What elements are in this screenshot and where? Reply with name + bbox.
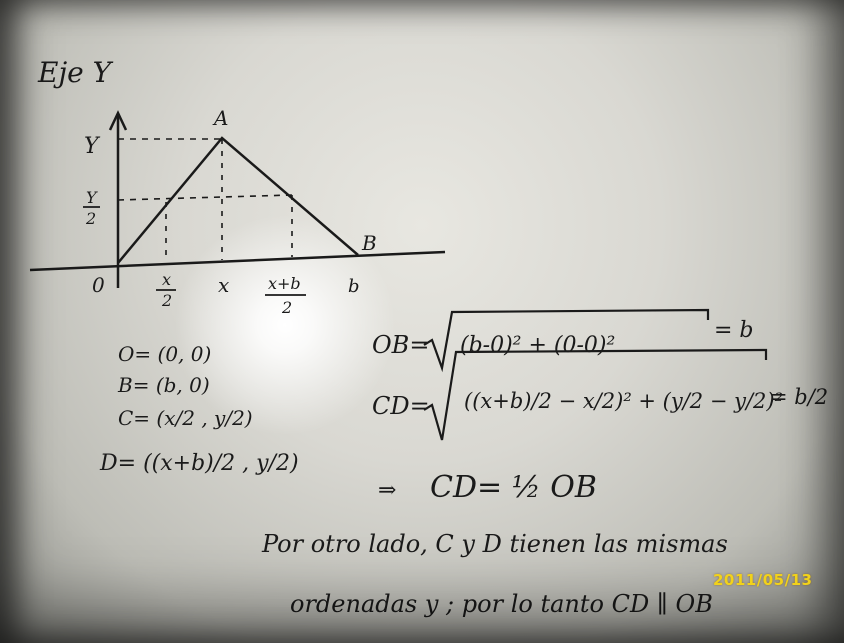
y-half-den: 2 <box>85 209 96 228</box>
text-line-2: ordenadas y ; por lo tanto CD ∥ OB <box>290 590 713 618</box>
def-b: B= (b, 0) <box>117 373 210 397</box>
xb-half-num: x+b <box>268 274 301 293</box>
cd-sqrt-sign <box>423 348 768 441</box>
x-half-den: 2 <box>161 291 172 310</box>
x-half-num: x <box>162 270 171 289</box>
y-half-num: Y <box>86 188 98 207</box>
ob-lhs: OB= <box>372 331 429 359</box>
y-label: Y <box>84 134 101 159</box>
cd-lhs: CD= <box>372 392 430 420</box>
guide-y-half <box>117 194 293 201</box>
point-a-label: A <box>212 106 228 130</box>
implies-arrow: ⇒ <box>378 478 396 503</box>
cd-expr: ((x+b)/2 − x/2)² + (y/2 − y/2)² <box>464 389 783 413</box>
x-label: x <box>218 273 229 297</box>
def-d: D= ((x+b)/2 , y/2) <box>99 451 299 476</box>
origin-label: 0 <box>92 273 105 297</box>
x-axis <box>29 250 446 272</box>
text-line-1: Por otro lado, C y D tienen las mismas <box>261 530 728 558</box>
ob-expr: (b-0)² + (0-0)² <box>460 333 615 358</box>
def-o: O= (0, 0) <box>118 342 211 366</box>
axis-title: Eje Y <box>37 56 114 89</box>
conclusion: CD= ½ OB <box>430 470 597 505</box>
def-c: C= (x/2 , y/2) <box>118 406 253 430</box>
cd-result: = b/2 <box>770 385 828 409</box>
ob-result: = b <box>714 318 754 343</box>
ob-sqrt-sign <box>423 308 710 373</box>
date-stamp: 2011/05/13 <box>713 571 813 589</box>
triangle-oab <box>117 136 359 264</box>
y-axis-arrow <box>108 110 128 131</box>
point-b-label: B <box>361 231 377 255</box>
b-label: b <box>348 276 360 297</box>
xb-half-den: 2 <box>281 298 292 317</box>
